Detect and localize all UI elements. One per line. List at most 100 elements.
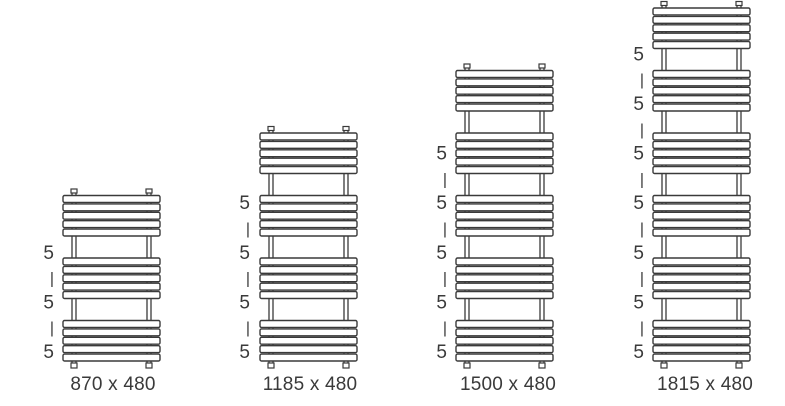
radiator-bar — [652, 265, 751, 274]
radiator-bar — [259, 336, 358, 345]
radiator-bar — [455, 203, 554, 212]
spacing-value: 5 — [436, 193, 447, 214]
radiator-rail-cap — [70, 188, 78, 194]
radiator-bar — [259, 274, 358, 283]
radiator-bar — [652, 345, 751, 354]
radiator-rail-foot — [463, 362, 471, 369]
radiator-bar — [62, 219, 161, 229]
radiator-bar — [652, 94, 751, 104]
radiator-bar — [652, 319, 751, 329]
spacing-value: 5 — [436, 243, 447, 264]
radiator-bar — [259, 219, 358, 229]
radiator-rail — [661, 2, 667, 367]
radiator-bar — [455, 103, 554, 112]
radiator-rail-foot — [735, 362, 743, 369]
radiator-bar — [259, 265, 358, 274]
spacing-value: 5 — [633, 342, 644, 363]
radiator-bar — [259, 157, 358, 166]
radiator-rail-cap — [463, 63, 471, 69]
radiator-bar — [652, 336, 751, 345]
radiator-size-label-1500x480: 1500 x 480 — [459, 374, 557, 395]
radiator-rail-cap — [538, 63, 546, 69]
radiator-rail-foot — [342, 362, 350, 369]
radiator-rail-cap — [660, 0, 668, 7]
radiator-bar — [62, 345, 161, 354]
spacing-separator: | — [640, 221, 644, 238]
radiator-bar — [455, 265, 554, 274]
radiator-bar — [652, 69, 751, 79]
radiator-bar — [259, 282, 358, 291]
radiator-rail — [736, 2, 742, 367]
radiator-bar — [652, 282, 751, 291]
spacing-separator: | — [640, 320, 644, 337]
radiator-bar — [62, 203, 161, 212]
radiator-bar — [455, 211, 554, 220]
radiator-bar — [652, 219, 751, 229]
radiator-bar — [652, 203, 751, 212]
radiator-bar — [652, 24, 751, 33]
radiator-bar — [259, 165, 358, 175]
spacing-value: 5 — [43, 342, 54, 363]
radiator-bar — [652, 157, 751, 166]
radiator-bar — [455, 165, 554, 175]
spacing-value: 5 — [239, 193, 250, 214]
radiator-bar — [62, 274, 161, 283]
radiator-bar — [259, 140, 358, 149]
radiator-bar — [259, 228, 358, 237]
radiator-bar — [455, 194, 554, 204]
radiator-bar — [259, 194, 358, 204]
spacing-value: 5 — [633, 94, 644, 115]
radiator-bar — [652, 40, 751, 50]
radiator-size-label-1815x480: 1815 x 480 — [656, 374, 754, 395]
spacing-value: 5 — [43, 243, 54, 264]
radiator-bar — [455, 140, 554, 149]
spacing-value: 5 — [633, 44, 644, 65]
radiator-bar — [652, 165, 751, 175]
radiator-bar — [62, 211, 161, 220]
radiator-rail-cap — [145, 188, 153, 194]
radiator-rail-cap — [735, 0, 743, 7]
radiator-bar — [259, 290, 358, 300]
radiator-bar — [652, 228, 751, 237]
spacing-separator: | — [443, 221, 447, 238]
radiator-bar — [259, 203, 358, 212]
radiator-bar — [455, 274, 554, 283]
radiator-bar — [455, 290, 554, 300]
radiator-bar — [455, 353, 554, 362]
spacing-value: 5 — [436, 144, 447, 165]
spacing-value: 5 — [239, 243, 250, 264]
spacing-value: 5 — [633, 292, 644, 313]
radiator-rail-foot — [538, 362, 546, 369]
radiator-bar — [259, 353, 358, 362]
radiator-bar — [455, 157, 554, 166]
radiator-bar — [652, 132, 751, 141]
radiator-bar — [62, 257, 161, 266]
spacing-value: 5 — [239, 342, 250, 363]
spacing-separator: | — [443, 271, 447, 288]
radiator-bar — [455, 345, 554, 354]
radiator-bar — [652, 274, 751, 283]
spacing-separator: | — [246, 221, 250, 238]
radiator-bar — [455, 328, 554, 337]
radiator-rail-foot — [145, 362, 153, 369]
spacing-separator: | — [443, 320, 447, 337]
radiator-bar — [455, 257, 554, 266]
radiator-bar — [259, 345, 358, 354]
radiator-bar — [455, 149, 554, 158]
radiator-bar — [259, 319, 358, 329]
spacing-separator: | — [50, 271, 54, 288]
radiator-bar — [455, 336, 554, 345]
radiator-size-label-1185x480: 1185 x 480 — [262, 374, 358, 395]
radiator-bar — [652, 78, 751, 87]
radiator-bar — [62, 194, 161, 204]
radiator-bar — [455, 78, 554, 87]
spacing-value: 5 — [436, 292, 447, 313]
radiator-bar — [455, 228, 554, 237]
radiator-bar — [652, 140, 751, 149]
radiator-size-label-870x480: 870 x 480 — [70, 374, 156, 395]
radiator-bar — [652, 149, 751, 158]
radiator-bar — [652, 86, 751, 95]
spacing-separator: | — [640, 72, 644, 89]
